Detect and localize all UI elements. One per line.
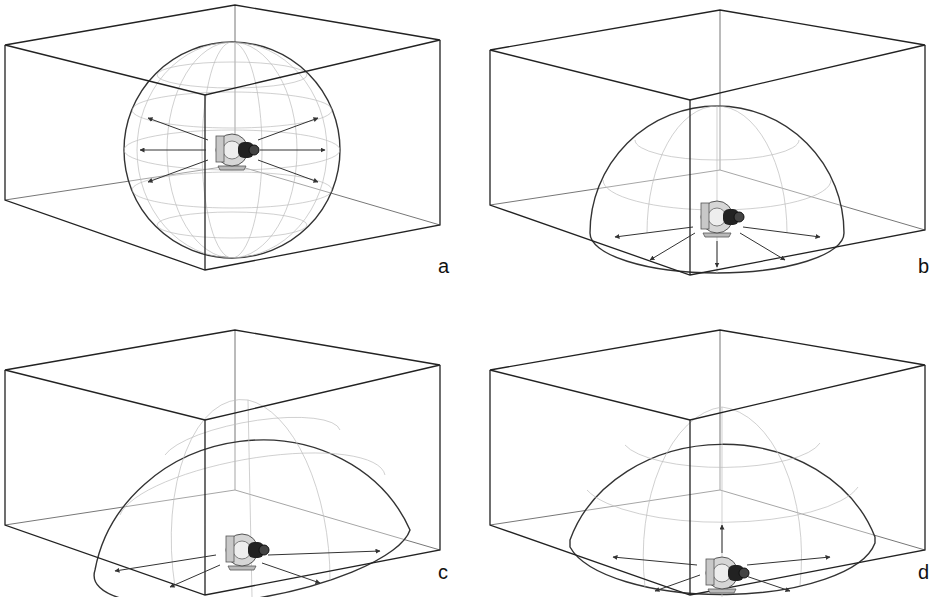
panel-d [490,330,925,597]
panel-letter: a [438,256,449,276]
panel-letter: c [438,562,448,582]
panel-a [5,5,440,270]
panel-letter: d [918,562,929,582]
panel-letter: b [918,256,929,276]
panel-c [5,330,440,597]
panel-b [490,10,925,275]
